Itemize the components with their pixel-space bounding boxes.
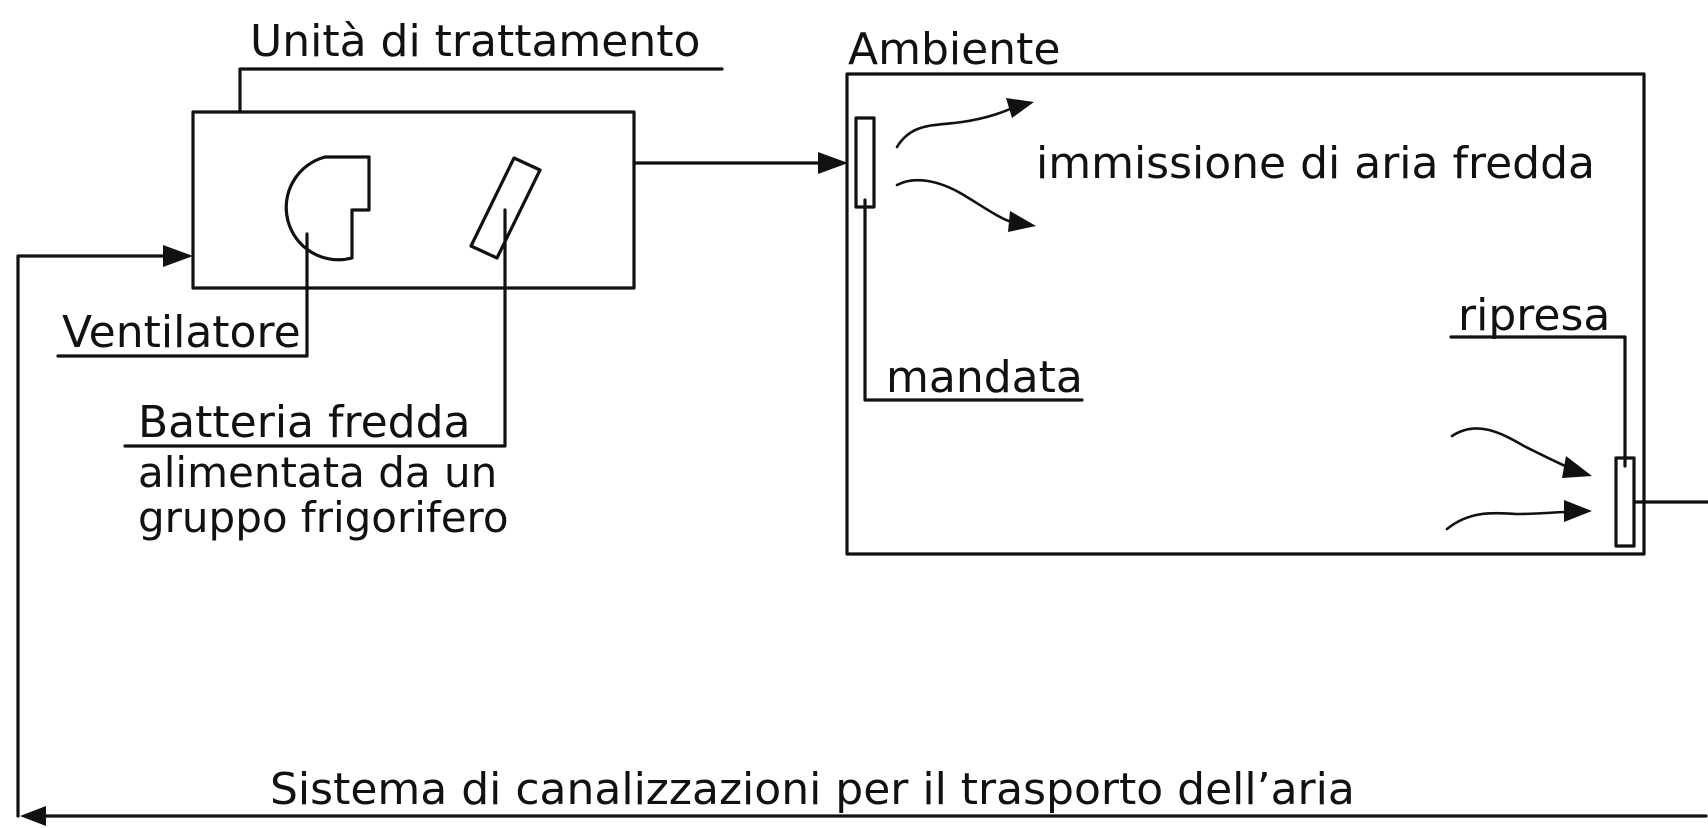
fan-icon bbox=[284, 155, 371, 262]
return-air-arrows bbox=[1445, 427, 1592, 531]
supply-diffuser-icon bbox=[854, 116, 876, 209]
coil-label-line1: Batteria fredda bbox=[138, 397, 471, 448]
return-duct-arrowhead-left bbox=[20, 806, 46, 826]
supply-label-leader bbox=[863, 198, 1084, 402]
unit-label: Unità di trattamento bbox=[250, 16, 700, 67]
return-duct-arrowhead-unit bbox=[163, 245, 193, 267]
coil-label-leader bbox=[123, 208, 507, 448]
unit-label-leader bbox=[238, 67, 724, 114]
inlet-air-arrows bbox=[895, 98, 1036, 232]
coil-label-line2: alimentata da un bbox=[138, 448, 497, 497]
room-box bbox=[845, 72, 1646, 556]
room-label: Ambiente bbox=[848, 24, 1060, 75]
coil-label-line3: gruppo frigorifero bbox=[138, 493, 509, 542]
cooling-coil-icon bbox=[469, 156, 542, 260]
fan-label: Ventilatore bbox=[62, 307, 301, 358]
supply-label: mandata bbox=[886, 352, 1083, 403]
return-grille-icon bbox=[1614, 456, 1636, 548]
duct-system-label: Sistema di canalizzazioni per il traspor… bbox=[270, 764, 1355, 815]
supply-duct bbox=[632, 152, 848, 174]
inlet-label: immissione di aria fredda bbox=[1036, 138, 1595, 189]
fan-label-leader bbox=[56, 232, 309, 358]
return-duct-line bbox=[16, 254, 1708, 818]
return-label: ripresa bbox=[1458, 290, 1610, 341]
room: Ambiente mandata immissione di aria fred… bbox=[845, 24, 1646, 556]
air-handling-unit-box bbox=[191, 110, 636, 290]
return-label-leader bbox=[1449, 335, 1627, 468]
air-handling-unit: Unità di trattamento Ventilatore Batteri… bbox=[56, 16, 724, 542]
supply-duct-arrowhead bbox=[818, 152, 848, 174]
return-duct: Sistema di canalizzazioni per il traspor… bbox=[16, 245, 1708, 826]
